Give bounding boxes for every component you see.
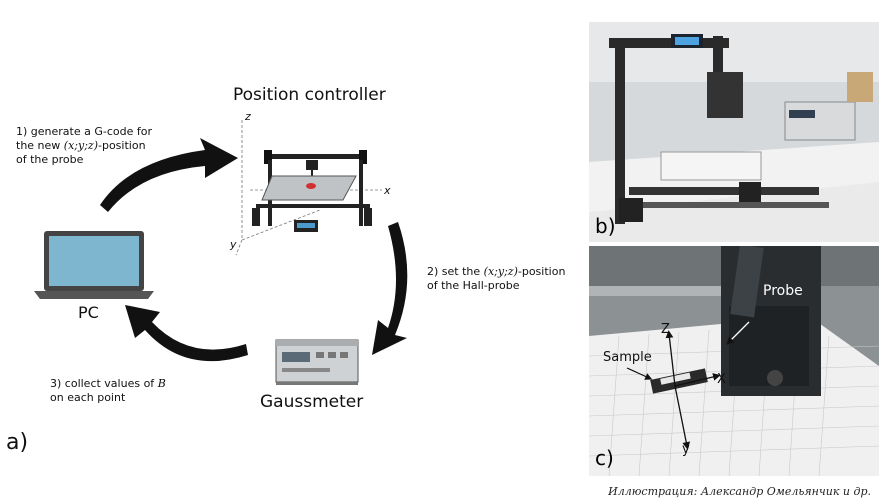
panel-c-letter: c): [595, 446, 614, 470]
step-1-line-2: the new (x;y;z)-position: [16, 138, 146, 152]
probe-photo-illustration: [589, 246, 879, 476]
position-controller-label: Position controller: [233, 85, 386, 105]
c-axis-z-label: Z: [661, 322, 670, 337]
step-2-line-2: of the Hall-probe: [427, 278, 520, 292]
arrow-gaussmeter-to-pc: [125, 305, 248, 362]
step-1-line-1: 1) generate a G-code for: [16, 125, 152, 138]
panel-c-photo: Probe Sample Z X y c): [589, 246, 879, 476]
step-3-line-2: on each point: [50, 390, 126, 404]
step-2-line-1: 2) set the (x;y;z)-position: [427, 265, 566, 278]
step-1-text: 1) generate a G-code for the new (x;y;z)…: [16, 125, 152, 166]
probe-label: Probe: [763, 283, 803, 299]
panel-a-letter: a): [6, 430, 29, 455]
panel-b-photo: b): [589, 22, 879, 242]
3d-printer-icon: [235, 120, 382, 256]
panel-b-letter: b): [595, 214, 616, 238]
gaussmeter-label: Gaussmeter: [260, 392, 364, 412]
step-2-text: 2) set the (x;y;z)-position of the Hall-…: [427, 265, 565, 293]
axis-x-label: x: [384, 184, 391, 197]
printer-photo-illustration: [589, 22, 879, 242]
step-1-line-3: of the probe: [16, 152, 84, 166]
arrow-pc-to-controller: [100, 138, 238, 212]
step-3-text: 3) collect values of B on each point: [50, 377, 166, 405]
panel-a-diagram: Position controller z x y PC Gaussmeter …: [6, 85, 566, 455]
arrow-controller-to-gaussmeter: [372, 222, 408, 355]
axis-y-label: y: [230, 238, 237, 251]
workflow-graphics: [34, 120, 408, 385]
pc-label: PC: [78, 303, 99, 322]
c-axis-y-label: y: [682, 442, 690, 457]
laptop-icon: [34, 231, 154, 299]
image-caption: Иллюстрация: Александр Омельянчик и др.: [608, 485, 871, 498]
c-axis-x-label: X: [717, 372, 726, 387]
gaussmeter-icon: [275, 339, 359, 385]
axis-z-label: z: [245, 110, 251, 123]
sample-label: Sample: [603, 350, 652, 365]
step-3-line-1: 3) collect values of B: [50, 377, 166, 390]
